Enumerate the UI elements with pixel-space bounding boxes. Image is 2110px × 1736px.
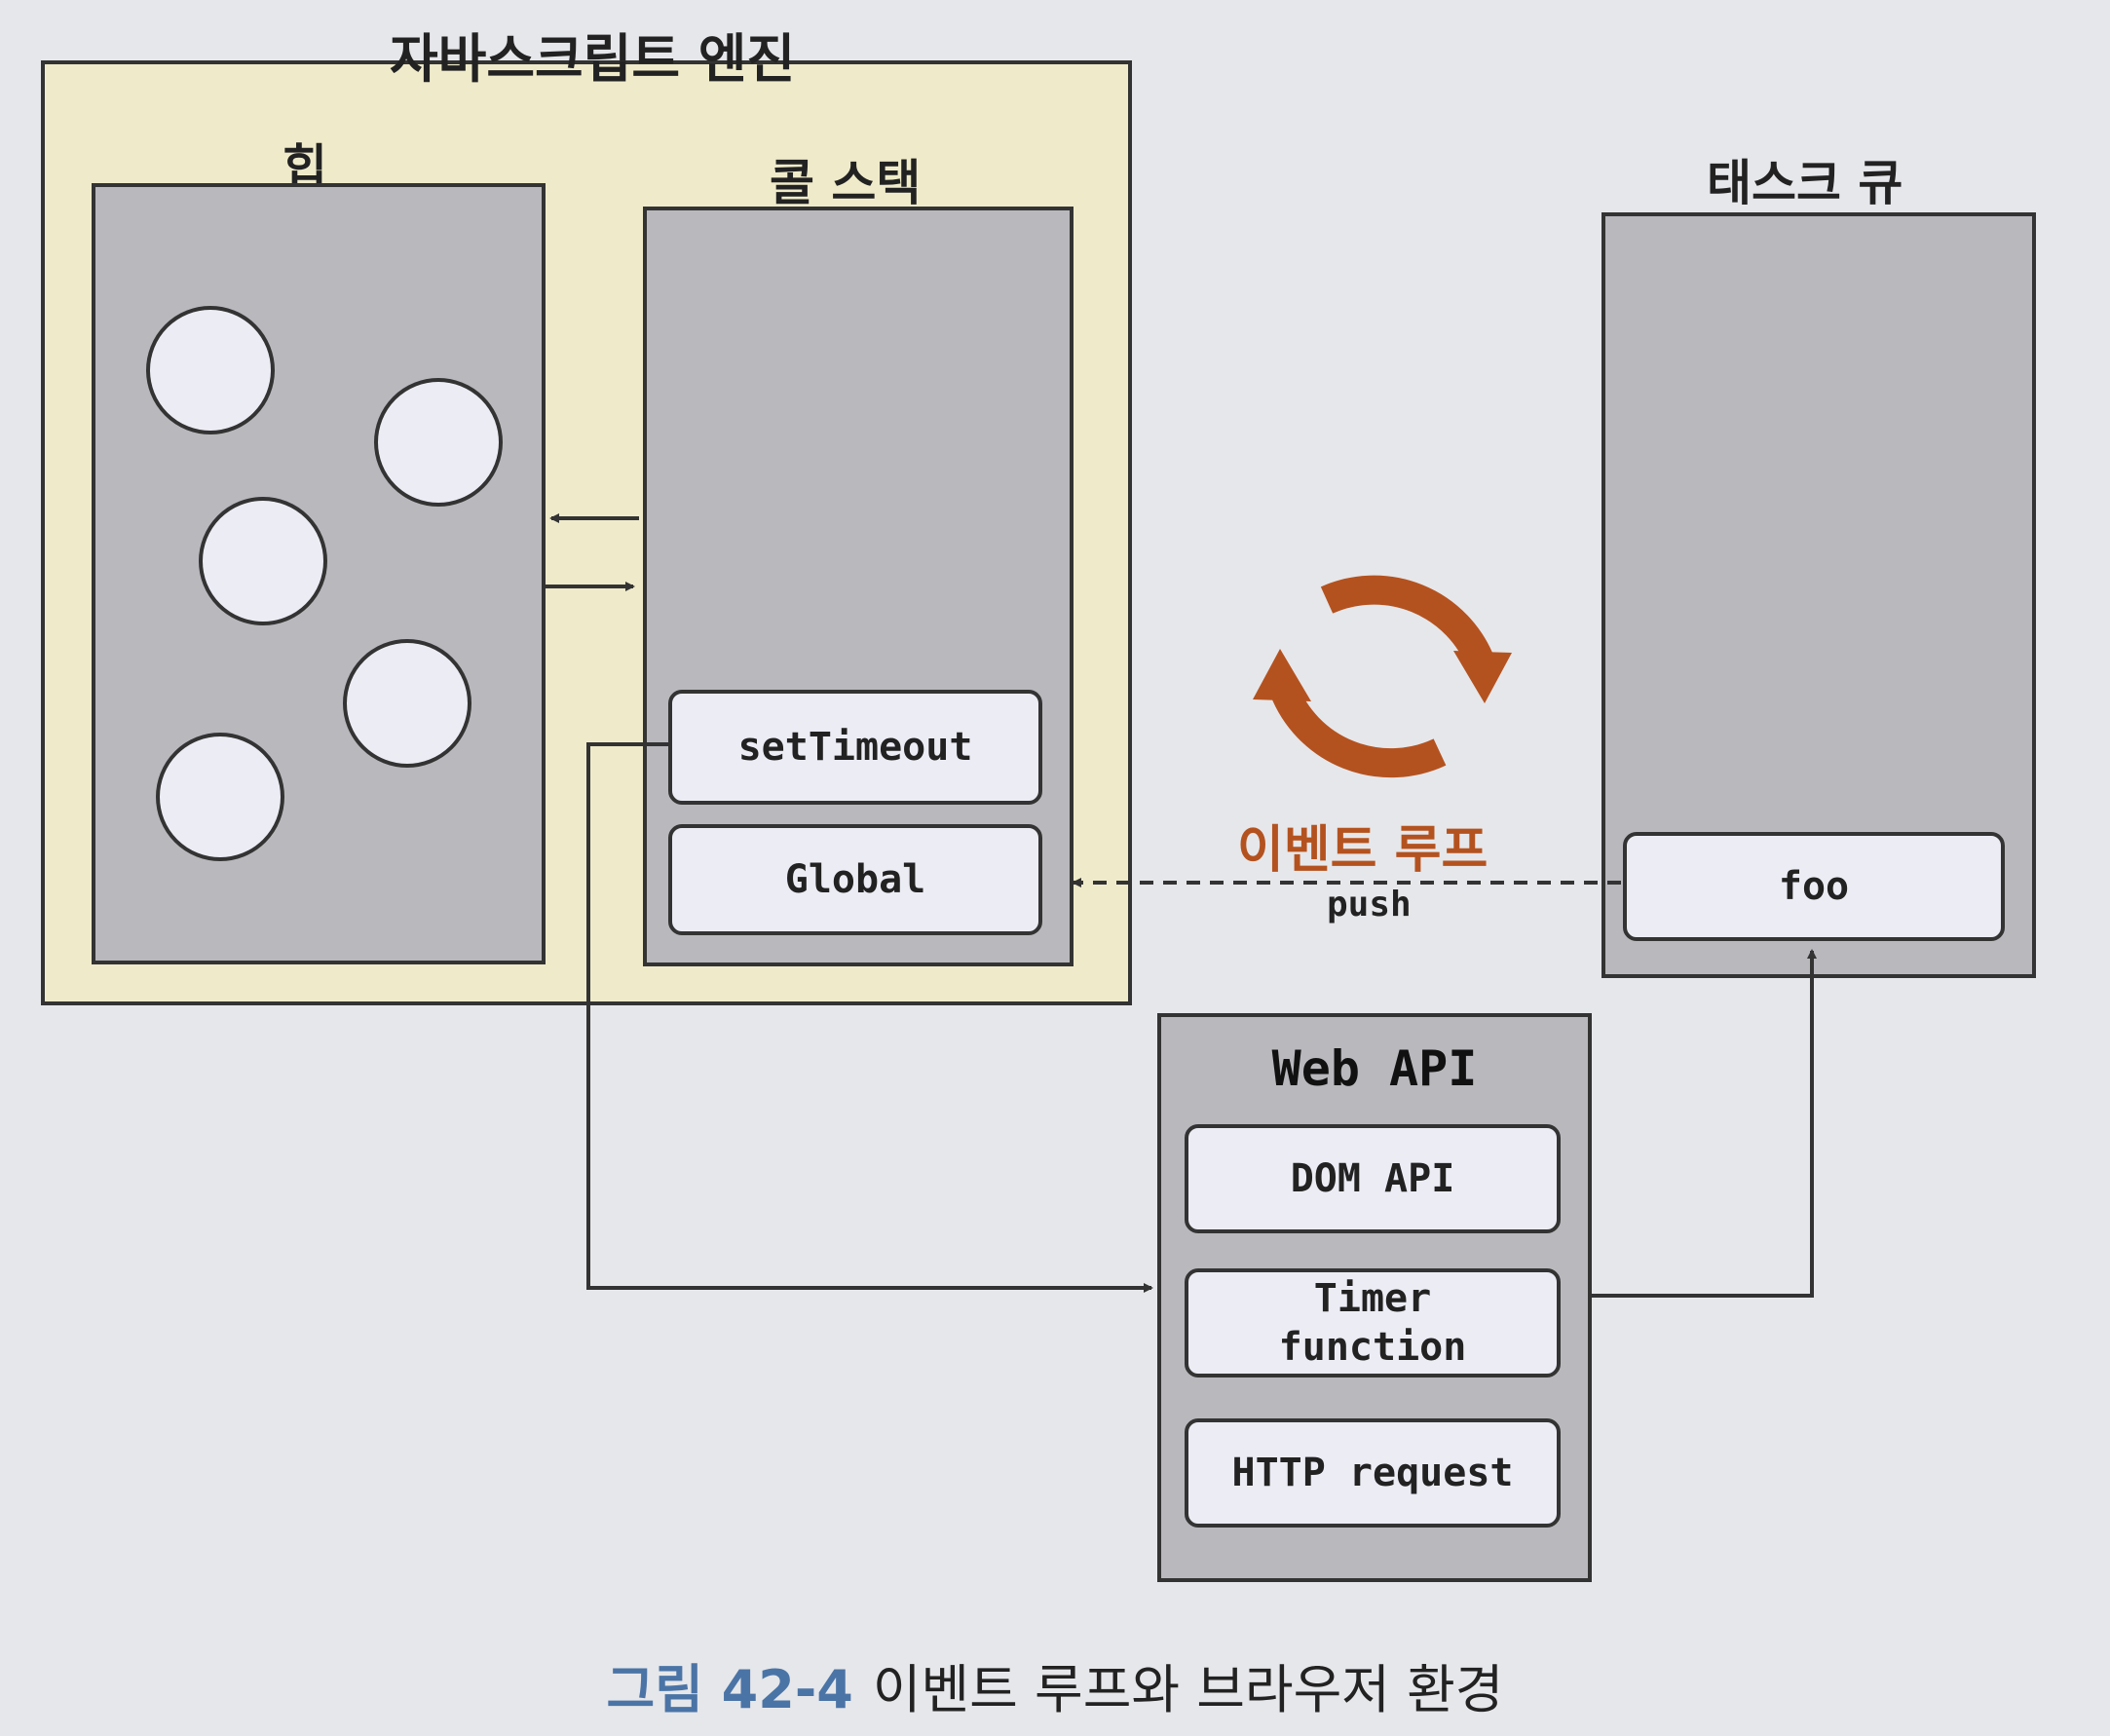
task-queue-title: 태스크 큐 <box>1707 155 1903 211</box>
settimeout-to-timer-arrow <box>586 742 1153 1293</box>
event-loop-icon <box>1253 575 1512 778</box>
figure-number: 그림 42-4 <box>606 1659 853 1720</box>
heap-object <box>199 497 327 625</box>
engine-title: 자바스크립트 엔진 <box>390 28 796 90</box>
heap-object <box>156 733 284 861</box>
timer-to-task-queue-arrow <box>1592 949 1817 1298</box>
web-api-timer-function: Timer function <box>1185 1268 1561 1377</box>
stack-frame-global: Global <box>668 824 1042 935</box>
stack-frame-settimeout: setTimeout <box>668 690 1042 805</box>
heap-object <box>343 639 471 768</box>
event-loop-label: 이벤트 루프 <box>1237 821 1488 880</box>
web-api-http-request: HTTP request <box>1185 1418 1561 1528</box>
push-label: push <box>1327 885 1412 925</box>
heap-object <box>374 378 503 507</box>
figure-caption: 그림 42-4 이벤트 루프와 브라우저 환경 <box>0 1646 2110 1723</box>
heap-object <box>146 306 275 434</box>
web-api-dom-api: DOM API <box>1185 1124 1561 1233</box>
figure-caption-text: 이벤트 루프와 브라우저 환경 <box>872 1659 1504 1720</box>
call-stack-title: 콜 스택 <box>770 155 922 211</box>
task-item-foo: foo <box>1623 832 2005 941</box>
web-api-title: Web API <box>1271 1040 1478 1097</box>
